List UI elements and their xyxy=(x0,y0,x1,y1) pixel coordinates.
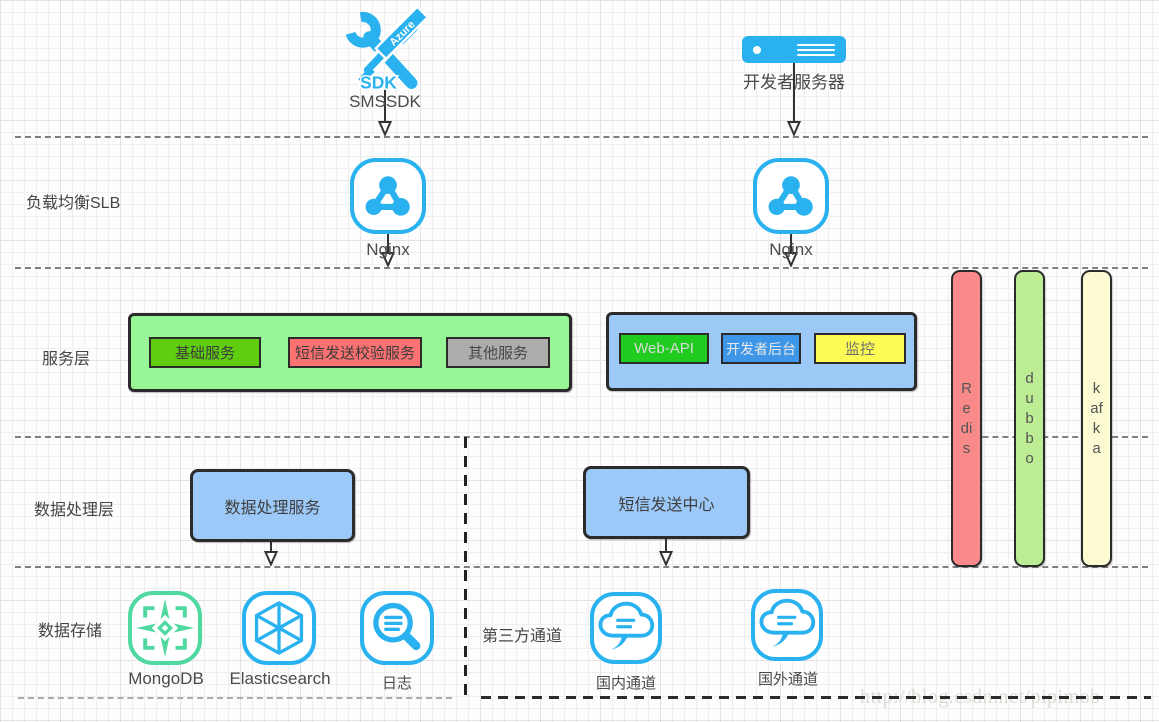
developer-server-icon xyxy=(742,36,846,63)
arrowhead-down-icon xyxy=(784,252,798,267)
layer-divider-5-left xyxy=(18,697,452,699)
data-processing-service-box: 数据处理服务 xyxy=(190,469,355,542)
middleware-bar-dubbo: dubbo xyxy=(1014,270,1045,567)
share-network-icon xyxy=(365,176,410,216)
storage-layer-label: 数据存储 xyxy=(38,623,103,640)
arrow-nginx1-to-service xyxy=(387,232,389,254)
middleware-bar-label: kafka xyxy=(1090,379,1103,457)
service-box-label: 短信发送校验服务 xyxy=(294,345,415,362)
procbox-label: 数据处理服务 xyxy=(224,499,321,517)
middleware-bar-label: Redis xyxy=(960,379,973,457)
server-led-dot xyxy=(753,46,761,54)
mongodb-icon xyxy=(128,591,202,665)
layer-divider-3 xyxy=(15,436,1148,438)
service-box-basic: 基础服务 xyxy=(149,337,261,368)
arrow-smscenter-to-channel xyxy=(665,538,667,553)
procbox-label: 短信发送中心 xyxy=(618,496,715,514)
service-box-monitor: 监控 xyxy=(814,333,906,364)
service-layer-label: 服务层 xyxy=(42,351,91,368)
service-box-web-api: Web-API xyxy=(619,333,709,364)
middleware-bar-label: dubbo xyxy=(1025,369,1034,467)
nginx-node-icon xyxy=(753,158,829,234)
layer-divider-4 xyxy=(15,566,1148,568)
processing-layer-label: 数据处理层 xyxy=(34,502,115,519)
service-box-label: 监控 xyxy=(844,341,875,358)
sms-send-center-box: 短信发送中心 xyxy=(583,466,750,539)
log-search-icon xyxy=(360,591,434,665)
mongodb-label: MongoDB xyxy=(128,669,204,688)
arrowhead-down-icon xyxy=(381,252,395,267)
sdk-icon-label: SDK xyxy=(360,73,397,93)
magnifier-list-icon xyxy=(373,602,421,651)
nginx2-label: Nginx xyxy=(769,240,813,259)
developer-server-label: 开发者服务器 xyxy=(743,73,845,92)
azure-sdk-tools-icon: Azure SDK xyxy=(345,6,430,94)
server-vents-icon xyxy=(797,44,835,59)
middleware-bar-kafka: kafka xyxy=(1081,270,1112,567)
elasticsearch-label: Elasticsearch xyxy=(229,669,331,688)
foreign-channel-icon xyxy=(751,589,823,661)
arrow-server-to-nginx xyxy=(793,62,795,122)
layer-divider-2 xyxy=(15,267,1148,269)
service-box-other: 其他服务 xyxy=(446,337,550,368)
slb-layer-label: 负载均衡SLB xyxy=(26,195,121,212)
service-box-label: 基础服务 xyxy=(174,345,235,362)
layer-divider-5-right xyxy=(481,696,1151,699)
layer-divider-1 xyxy=(15,136,1148,138)
vertical-divider xyxy=(464,437,467,701)
arrow-processing-to-storage xyxy=(270,541,272,553)
foreign-channel-label: 国外通道 xyxy=(757,671,818,688)
arrowhead-down-icon xyxy=(659,551,673,566)
channel-layer-label: 第三方通道 xyxy=(482,628,563,645)
compass-star-icon xyxy=(135,598,195,658)
share-network-icon xyxy=(768,176,813,216)
arrow-sdk-to-nginx xyxy=(384,86,386,122)
service-box-label: Web-API xyxy=(634,340,694,357)
middleware-bar-redis: Redis xyxy=(951,270,982,567)
log-label: 日志 xyxy=(381,675,412,692)
cloud-message-icon xyxy=(598,601,655,650)
domestic-channel-icon xyxy=(590,592,662,664)
elasticsearch-icon xyxy=(242,591,316,665)
arrowhead-down-icon xyxy=(787,121,801,136)
nginx-node-icon xyxy=(350,158,426,234)
arrowhead-down-icon xyxy=(378,121,392,136)
service-box-label: 其他服务 xyxy=(467,345,528,362)
service-box-label: 开发者后台 xyxy=(726,340,796,357)
smssdk-label: SMSSDK xyxy=(349,92,421,111)
domestic-channel-label: 国内通道 xyxy=(595,675,656,692)
wireframe-cube-icon xyxy=(254,601,304,655)
service-box-sms-verify: 短信发送校验服务 xyxy=(288,337,422,368)
cloud-message-icon xyxy=(759,598,816,647)
arrowhead-down-icon xyxy=(264,551,278,566)
service-box-dev-console: 开发者后台 xyxy=(721,333,801,364)
arrow-nginx2-to-service xyxy=(790,232,792,254)
nginx1-label: Nginx xyxy=(366,240,410,259)
